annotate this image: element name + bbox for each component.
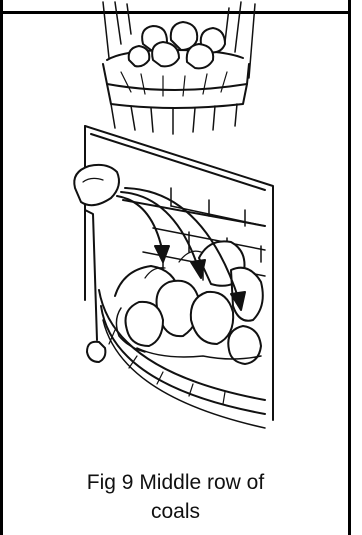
figure-caption: Fig 9 Middle row of coals (3, 468, 348, 534)
frame-right-rule (348, 14, 351, 535)
caption-line-1: Fig 9 Middle row of (3, 468, 348, 497)
top-grate-view (103, 2, 255, 134)
fireplace-main-view (74, 126, 273, 428)
fire-coals-illustration (3, 0, 348, 455)
caption-line-2: coals (3, 497, 348, 526)
